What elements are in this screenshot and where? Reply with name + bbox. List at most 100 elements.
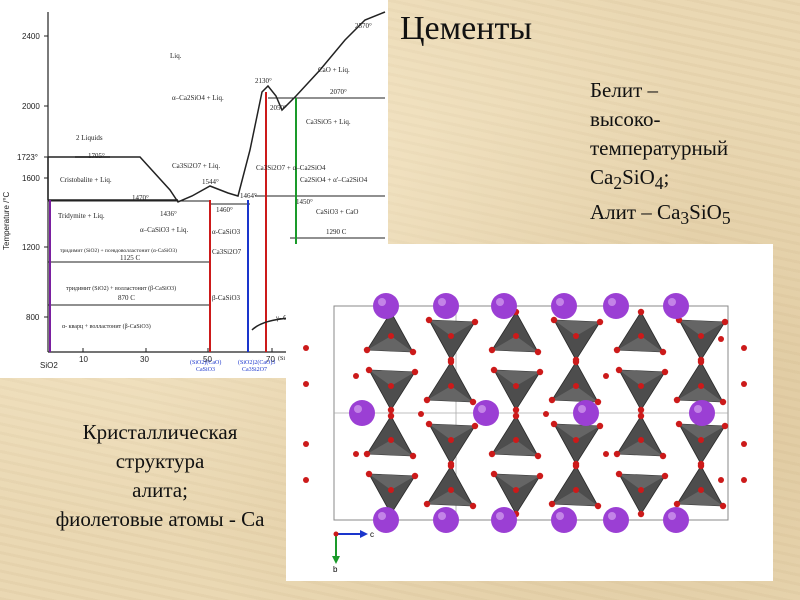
axis-b-label: b — [333, 565, 338, 574]
oxygen-atom — [637, 406, 645, 414]
axis-c-arrowhead — [360, 530, 368, 538]
label-c2s-c3s2: Ca3Si2O7 + α–Ca2SiO4 — [256, 164, 326, 172]
y-axis-label: Temperature /°C — [2, 191, 11, 250]
oxygen-atom — [536, 472, 544, 480]
y-tick-1723: 1723° — [17, 153, 38, 162]
oxygen-atom — [721, 422, 729, 430]
x-tick-50: 50 — [203, 355, 212, 364]
label-1125: 1125 C — [120, 254, 140, 262]
label-c3s2-liq: Ca3Si2O7 + Liq. — [172, 162, 220, 170]
oxygen-atom — [534, 348, 542, 356]
label-1464: 1464° — [240, 192, 257, 200]
belit-line-3: температурный — [590, 136, 729, 160]
oxygen-atom — [469, 398, 477, 406]
oxygen-atom — [448, 333, 454, 339]
calcium-highlight — [668, 298, 676, 306]
calcium-atom — [573, 400, 599, 426]
label-1705: 1705° — [88, 152, 105, 160]
oxygen-atom — [513, 383, 519, 389]
phase-labels: Liq. 2570° CaO + Liq. α–Ca2SiO4 + Liq. 2… — [58, 22, 372, 373]
label-a-cs-liq: α–CaSiO3 + Liq. — [140, 226, 189, 234]
oxygen-atom — [447, 462, 455, 470]
oxygen-atom — [661, 368, 669, 376]
calcium-highlight — [556, 298, 564, 306]
oxygen-atom — [615, 470, 623, 478]
oxygen-atom — [719, 502, 727, 510]
calcium-highlight — [556, 512, 564, 520]
formula-alit: Алит – Ca3SiO5 — [590, 200, 731, 229]
oxygen-atom — [596, 422, 604, 430]
tetrahedron-face — [429, 424, 475, 440]
oxygen-atom — [573, 333, 579, 339]
calcium-layer — [349, 293, 715, 533]
oxygen-atom — [513, 333, 519, 339]
label-1470: 1470° — [132, 194, 149, 202]
calcium-highlight — [478, 405, 486, 413]
tetrahedron-face — [492, 440, 538, 456]
oxygen-atom — [471, 422, 479, 430]
oxygen-atom — [659, 348, 667, 356]
tetrahedron-face — [617, 440, 663, 456]
tetrahedron-face — [554, 320, 600, 336]
phase-diagram-svg: 2400 2000 1723° 1600 1200 800 Temperatur… — [2, 11, 386, 373]
calcium-atom — [689, 400, 715, 426]
calcium-atom — [663, 507, 689, 533]
oxygen-atom — [615, 366, 623, 374]
belit-line-2: высоко- — [590, 107, 661, 131]
calcium-atom — [491, 293, 517, 319]
label-bottom-5: (Si — [278, 355, 285, 362]
tetrahedron-face — [494, 370, 540, 386]
oxygen-atom — [490, 470, 498, 478]
label-2-liquids: 2 Liquids — [76, 134, 103, 142]
belit-line-1: Белит – — [590, 78, 659, 102]
calcium-highlight — [694, 405, 702, 413]
oxygen-atom — [388, 437, 394, 443]
oxygen-atom — [411, 472, 419, 480]
oxygen-atom — [548, 500, 556, 508]
calcium-atom — [373, 293, 399, 319]
calcium-highlight — [608, 512, 616, 520]
label-bottom-4: Ca3Si2O7 — [242, 367, 267, 373]
oxygen-atom — [425, 420, 433, 428]
oxygen-atom — [638, 437, 644, 443]
oxygen-atom — [512, 406, 520, 414]
calcium-highlight — [438, 512, 446, 520]
calcium-atom — [491, 507, 517, 533]
oxygen-atom — [365, 366, 373, 374]
tetrahedron-face — [367, 440, 413, 456]
oxygen-atom — [741, 345, 747, 351]
tetrahedron-face — [427, 386, 473, 402]
oxygen-atom — [388, 487, 394, 493]
oxygen-atom — [572, 358, 580, 366]
calcium-atom — [373, 507, 399, 533]
oxygen-atom — [613, 346, 621, 354]
calcium-atom — [551, 293, 577, 319]
oxygen-atom — [613, 450, 621, 458]
label-cs-cao: CaSiO3 + CaO — [316, 208, 358, 216]
tetrahedron-face — [617, 336, 663, 352]
x-ticks: 10 30 50 70 — [79, 348, 275, 364]
tetrahedron-face — [492, 336, 538, 352]
calcium-highlight — [578, 405, 586, 413]
oxygen-atom — [488, 450, 496, 458]
oxygen-atom — [353, 451, 359, 457]
y-tick-1200: 1200 — [22, 243, 40, 252]
oxygen-atom — [488, 346, 496, 354]
gamma-curve — [251, 317, 291, 331]
oxygen-atom — [698, 333, 704, 339]
oxygen-atom — [447, 358, 455, 366]
label-c2s-c3s: Ca2SiO4 + α'–Ca2SiO4 — [300, 176, 368, 184]
oxygen-atom — [741, 381, 747, 387]
tetrahedron-face — [429, 320, 475, 336]
oxygen-atom — [741, 441, 747, 447]
oxygen-atom — [387, 406, 395, 414]
label-bottom-2: CaSiO3 — [196, 367, 215, 373]
oxygen-atom — [637, 510, 645, 518]
oxygen-atom — [603, 451, 609, 457]
y-tick-2400: 2400 — [22, 32, 40, 41]
oxygen-atom — [637, 308, 645, 316]
oxygen-atom — [303, 381, 309, 387]
oxygen-atom — [303, 345, 309, 351]
oxygen-atom — [550, 420, 558, 428]
axis-b-arrowhead — [332, 556, 340, 564]
